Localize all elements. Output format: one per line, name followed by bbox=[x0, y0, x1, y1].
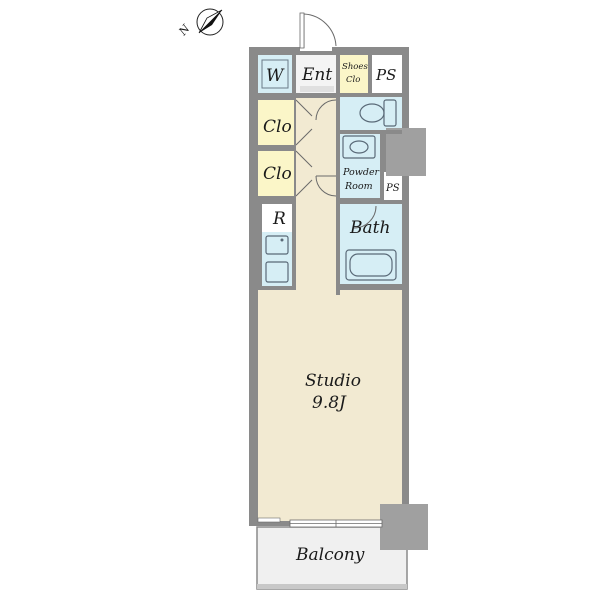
label-studio-area: 9.8J bbox=[312, 393, 347, 413]
closet-upper bbox=[258, 100, 294, 145]
closet-doors bbox=[295, 99, 313, 197]
studio-floor bbox=[258, 288, 402, 521]
label-studio-name: Studio bbox=[305, 371, 361, 391]
kitchen-aisle-floor bbox=[296, 198, 336, 290]
refrigerator-space bbox=[262, 204, 292, 232]
balcony-window bbox=[257, 517, 383, 528]
stove-icon bbox=[265, 261, 289, 283]
toilet-icon bbox=[359, 99, 397, 127]
compass-needle-light bbox=[198, 9, 223, 34]
label-balcony: Balcony bbox=[295, 545, 365, 565]
label-powder-2: Room bbox=[344, 181, 373, 192]
pillar-bottom-right bbox=[380, 504, 428, 550]
powder-room bbox=[340, 134, 380, 198]
label-refrigerator: R bbox=[272, 209, 286, 229]
compass: N bbox=[176, 8, 224, 39]
label-washer: W bbox=[266, 66, 285, 86]
label-closet-upper: Clo bbox=[263, 117, 292, 137]
shoes-closet bbox=[340, 55, 368, 93]
front-door bbox=[299, 12, 337, 51]
label-ps-top: PS bbox=[375, 66, 396, 84]
label-closet-lower: Clo bbox=[263, 164, 292, 184]
label-shoes-1: Shoes bbox=[342, 62, 368, 72]
compass-north-label: N bbox=[176, 22, 193, 39]
interior-walls bbox=[258, 55, 406, 295]
pipe-space-top bbox=[372, 55, 402, 93]
kitchen-sink-icon bbox=[265, 235, 289, 255]
label-ps-mid: PS bbox=[385, 183, 400, 194]
closet-lower bbox=[258, 151, 294, 196]
bath-door bbox=[353, 205, 377, 229]
corridor-doors bbox=[315, 99, 337, 197]
pipe-space-mid bbox=[384, 172, 402, 200]
washer-space bbox=[258, 55, 292, 93]
entrance-step bbox=[300, 86, 334, 92]
label-powder-1: Powder bbox=[342, 167, 381, 178]
washer-icon bbox=[261, 59, 289, 89]
sink-icon bbox=[342, 135, 376, 159]
toilet-room bbox=[340, 97, 402, 130]
label-entrance: Ent bbox=[301, 65, 332, 85]
label-bath: Bath bbox=[349, 218, 390, 238]
bathroom bbox=[340, 204, 402, 284]
label-shoes-2: Clo bbox=[346, 75, 360, 85]
pillar-top-right bbox=[386, 128, 426, 176]
kitchen-counter bbox=[262, 232, 292, 286]
bathtub-icon bbox=[345, 249, 397, 281]
